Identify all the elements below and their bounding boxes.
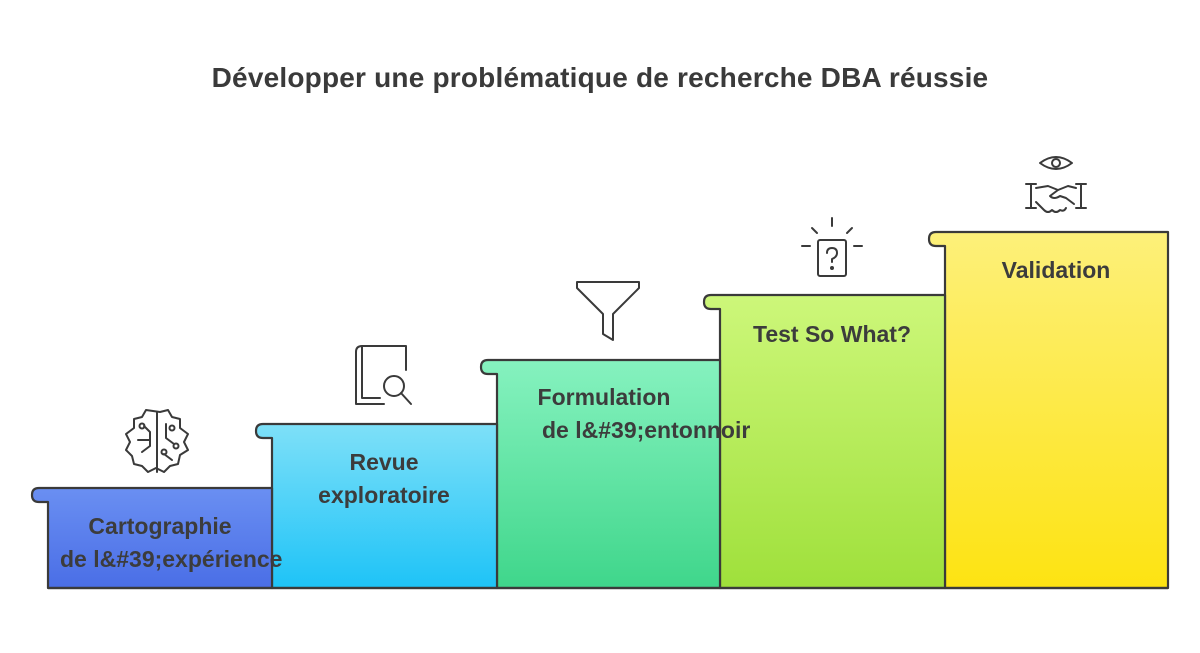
step-5-label-line1: Validation xyxy=(1001,257,1111,283)
step-1-block xyxy=(30,486,274,590)
funnel-icon xyxy=(576,281,640,341)
step-5-label: Validation xyxy=(956,254,1156,287)
step-4-label: Test So What? xyxy=(732,318,932,351)
step-2-label-line1: Revue xyxy=(349,449,419,475)
step-4-block xyxy=(702,293,947,590)
step-1-label-line1: Cartographie xyxy=(88,513,232,539)
step-1-label-line2: de l&#39;expérience xyxy=(60,546,283,572)
step-3-label-line1: Formulation xyxy=(537,384,671,410)
step-2-label: Revue exploratoire xyxy=(284,446,484,512)
step-2-block xyxy=(254,422,499,590)
step-3-block xyxy=(479,358,722,590)
step-3-label: Formulation de l&#39;entonnoir xyxy=(504,381,751,447)
question-idea-icon xyxy=(801,217,863,277)
diagram-title: Développer une problématique de recherch… xyxy=(211,62,989,93)
book-search-icon xyxy=(355,345,412,405)
eye-handshake-icon xyxy=(1025,156,1087,213)
step-2-label-line2: exploratoire xyxy=(318,482,450,508)
brain-circuit-icon xyxy=(125,409,189,473)
step-1-label: Cartographie de l&#39;expérience xyxy=(60,510,283,576)
step-3-label-line2: de l&#39;entonnoir xyxy=(542,417,751,443)
step-4-label-line1: Test So What? xyxy=(752,321,911,347)
step-5-block xyxy=(927,230,1170,590)
